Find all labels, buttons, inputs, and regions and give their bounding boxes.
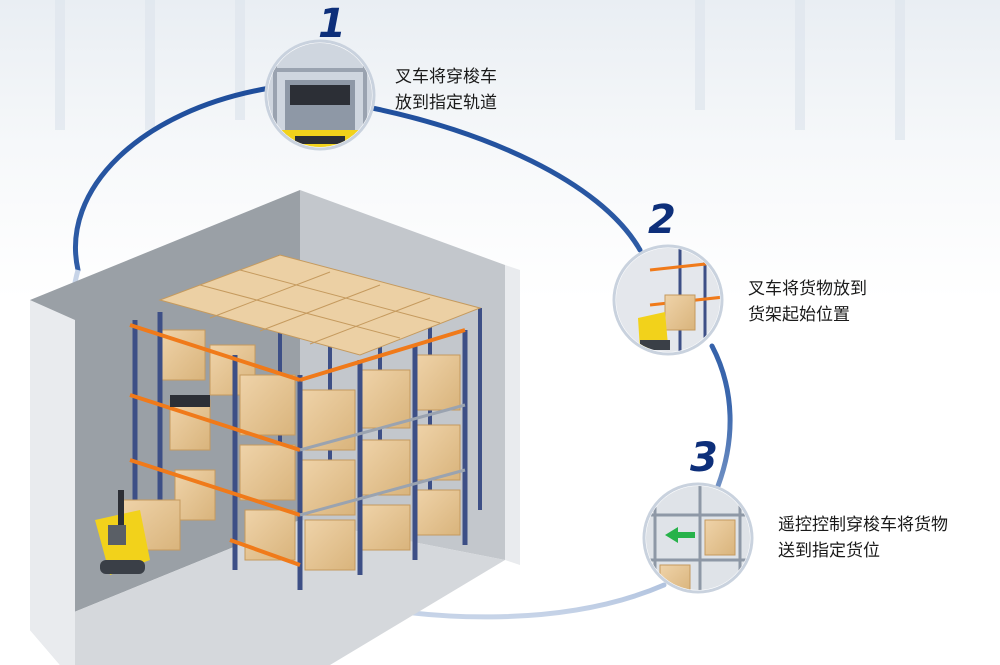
rack-shuttle (170, 395, 210, 407)
step-3-line2: 送到指定货位 (778, 541, 880, 561)
step-3-image (642, 482, 754, 594)
step-1-label: 叉车将穿梭车 放到指定轨道 (395, 64, 497, 116)
step-1-number: 1 (318, 1, 346, 47)
step-3-number: 3 (690, 435, 718, 481)
step-2-line2: 货架起始位置 (748, 305, 850, 325)
forklift-icon (95, 490, 181, 575)
step-2-line1: 叉车将货物放到 (748, 279, 867, 299)
step-1-line2: 放到指定轨道 (395, 93, 497, 113)
step-3-label: 遥控控制穿梭车将货物 送到指定货位 (778, 512, 948, 564)
step-1-line1: 叉车将穿梭车 (395, 67, 497, 87)
process-cycle-path (73, 85, 733, 620)
step-2-label: 叉车将货物放到 货架起始位置 (748, 276, 867, 328)
step-1-image (264, 39, 376, 151)
move-arrow-icon (665, 527, 695, 543)
step-2-number: 2 (648, 197, 676, 243)
pallet-rack (129, 254, 482, 590)
step-3-line1: 遥控控制穿梭车将货物 (778, 515, 948, 535)
background-structure (55, 0, 905, 140)
step-2-image (612, 244, 724, 356)
